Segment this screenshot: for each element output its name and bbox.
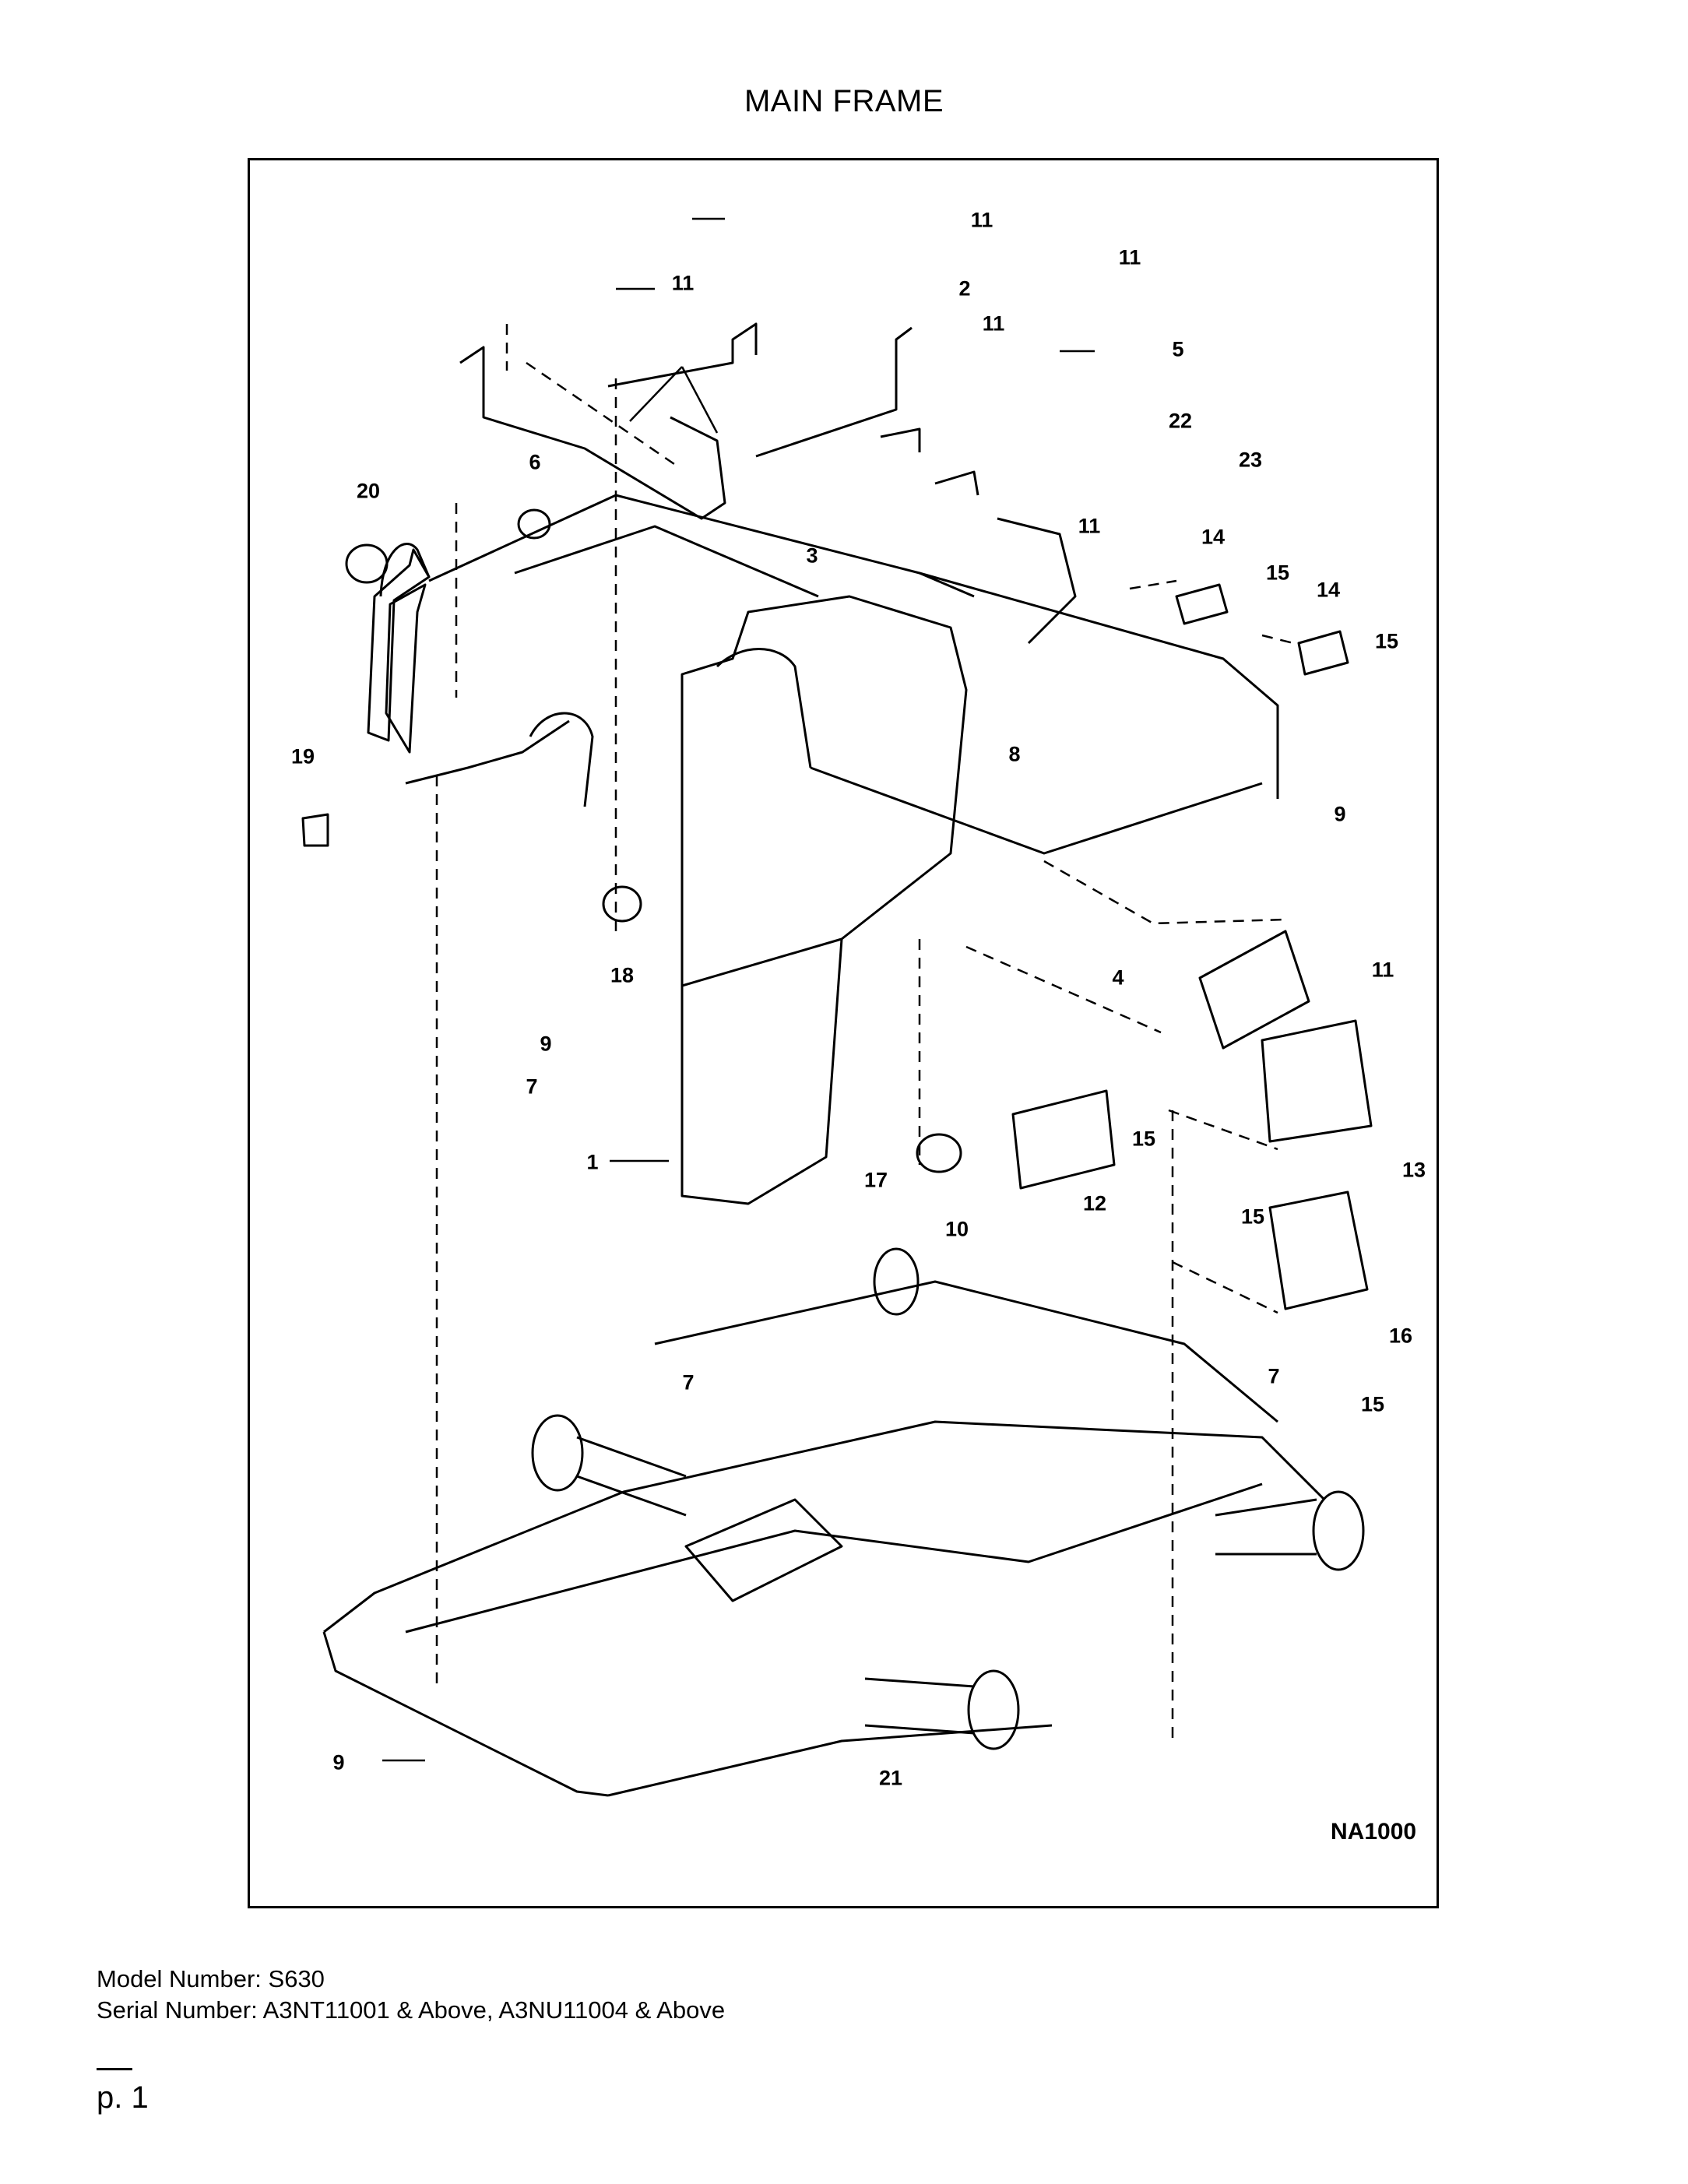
panel-12 — [1011, 1089, 1116, 1190]
model-number: Model Number: S630 — [97, 1965, 325, 1992]
callout-14: 14 — [1201, 525, 1226, 549]
callout-7: 7 — [682, 1370, 695, 1394]
chassis-left-rail — [322, 1631, 609, 1797]
callout-1: 1 — [586, 1150, 599, 1174]
chassis-center-box — [684, 1498, 843, 1602]
upper-rear-beam — [428, 494, 975, 598]
exploded-parts-diagram: 11 2 11 11 11 5 22 23 11 6 20 3 14 15 14… — [248, 158, 1439, 1908]
callout-14: 14 — [1316, 578, 1341, 602]
callout-15: 15 — [1240, 1205, 1265, 1229]
chassis-rear-wall — [654, 1280, 1278, 1423]
callout-10: 10 — [944, 1217, 969, 1241]
callout-15: 15 — [1360, 1392, 1385, 1416]
dashed-line-k — [1172, 1261, 1278, 1314]
callout-7: 7 — [1268, 1364, 1280, 1388]
right-rear-frame — [919, 571, 1279, 799]
callout-11: 11 — [1078, 514, 1101, 538]
dashed-line-l — [1129, 579, 1177, 590]
dashed-line-h — [1043, 860, 1286, 925]
axle-hub-front-left — [531, 1414, 584, 1492]
callout-11: 11 — [671, 271, 695, 295]
guard-plate-3 — [459, 346, 726, 520]
callout-23: 23 — [1238, 448, 1263, 472]
callout-9: 9 — [540, 1032, 552, 1056]
leader-11c — [680, 366, 719, 434]
frame-rear-edge — [405, 719, 570, 785]
chassis-floor — [323, 1420, 1326, 1634]
callout-3: 3 — [806, 543, 818, 568]
callout-11: 11 — [1371, 958, 1394, 982]
axle-hub-rear-left — [873, 1247, 920, 1316]
leader-11b — [629, 366, 683, 422]
page-title: MAIN FRAME — [744, 84, 944, 118]
serial-number: Serial Number: A3NT11001 & Above, A3NU11… — [97, 1996, 726, 2024]
bracket-22 — [880, 427, 921, 452]
callout-12: 12 — [1082, 1191, 1107, 1215]
callout-9: 9 — [1334, 802, 1346, 826]
axle-front-right — [864, 1677, 975, 1735]
drawing-code: NA1000 — [1331, 1819, 1417, 1845]
axle-hub-front-right — [967, 1669, 1020, 1750]
axle-hub-rear-right — [1312, 1490, 1365, 1571]
panel-13 — [1261, 1019, 1373, 1143]
chassis-front-rail — [607, 1724, 1053, 1797]
bracket-19 — [301, 813, 329, 847]
callout-5: 5 — [1172, 337, 1184, 361]
model-info: Model Number: S630 Serial Number: A3NT11… — [97, 1964, 725, 2026]
callout-15: 15 — [1374, 629, 1399, 653]
washer-6 — [517, 508, 551, 540]
right-tower-top — [997, 517, 1077, 645]
callout-22: 22 — [1168, 409, 1193, 433]
callout-15: 15 — [1131, 1127, 1156, 1151]
mount-17 — [916, 1133, 962, 1173]
callout-11: 11 — [982, 311, 1005, 336]
callout-4: 4 — [1112, 965, 1124, 990]
cover-14b — [1297, 630, 1349, 676]
left-lift-arm-mount — [385, 583, 427, 754]
callout-13: 13 — [1401, 1158, 1426, 1182]
callout-21: 21 — [878, 1766, 903, 1790]
bushing-20 — [345, 543, 389, 584]
callout-8: 8 — [1008, 742, 1021, 766]
dashed-line-i — [965, 945, 1162, 1034]
right-lift-arm-mount — [716, 648, 812, 768]
grille-4 — [1198, 930, 1310, 1050]
callout-18: 18 — [610, 963, 635, 987]
frame-top-plate — [514, 525, 819, 598]
callout-2: 2 — [958, 276, 971, 301]
callout-17: 17 — [863, 1168, 888, 1192]
left-arm-cradle — [529, 712, 594, 807]
callout-11: 11 — [970, 208, 993, 232]
panel-16 — [1268, 1190, 1369, 1310]
callout-16: 16 — [1388, 1324, 1413, 1348]
callout-15: 15 — [1265, 561, 1290, 585]
guard-plate-2 — [607, 322, 758, 388]
page-number: p. 1 — [97, 2080, 149, 2115]
bracket-23 — [934, 470, 979, 496]
callout-6: 6 — [529, 450, 541, 474]
axle-front-left — [576, 1436, 687, 1517]
left-mount-ear — [379, 543, 431, 597]
callout-11: 11 — [1118, 245, 1141, 269]
right-upright-front — [680, 938, 843, 1205]
callout-20: 20 — [356, 479, 381, 503]
callout-19: 19 — [290, 744, 315, 768]
chassis-inner-beam — [405, 1482, 1263, 1634]
rear-cross-member — [810, 766, 1263, 855]
page-divider — [97, 2068, 132, 2070]
guard-plate-5 — [755, 326, 913, 458]
cover-14a — [1175, 583, 1229, 625]
mount-18 — [602, 885, 642, 923]
right-upright-panel — [680, 595, 968, 987]
axle-rear-right — [1215, 1498, 1317, 1556]
dashed-line-m — [1261, 634, 1294, 645]
dashed-line-j — [1168, 1109, 1278, 1151]
callout-9: 9 — [332, 1750, 345, 1774]
callout-7: 7 — [526, 1074, 538, 1099]
frame-drawing — [301, 217, 1373, 1797]
